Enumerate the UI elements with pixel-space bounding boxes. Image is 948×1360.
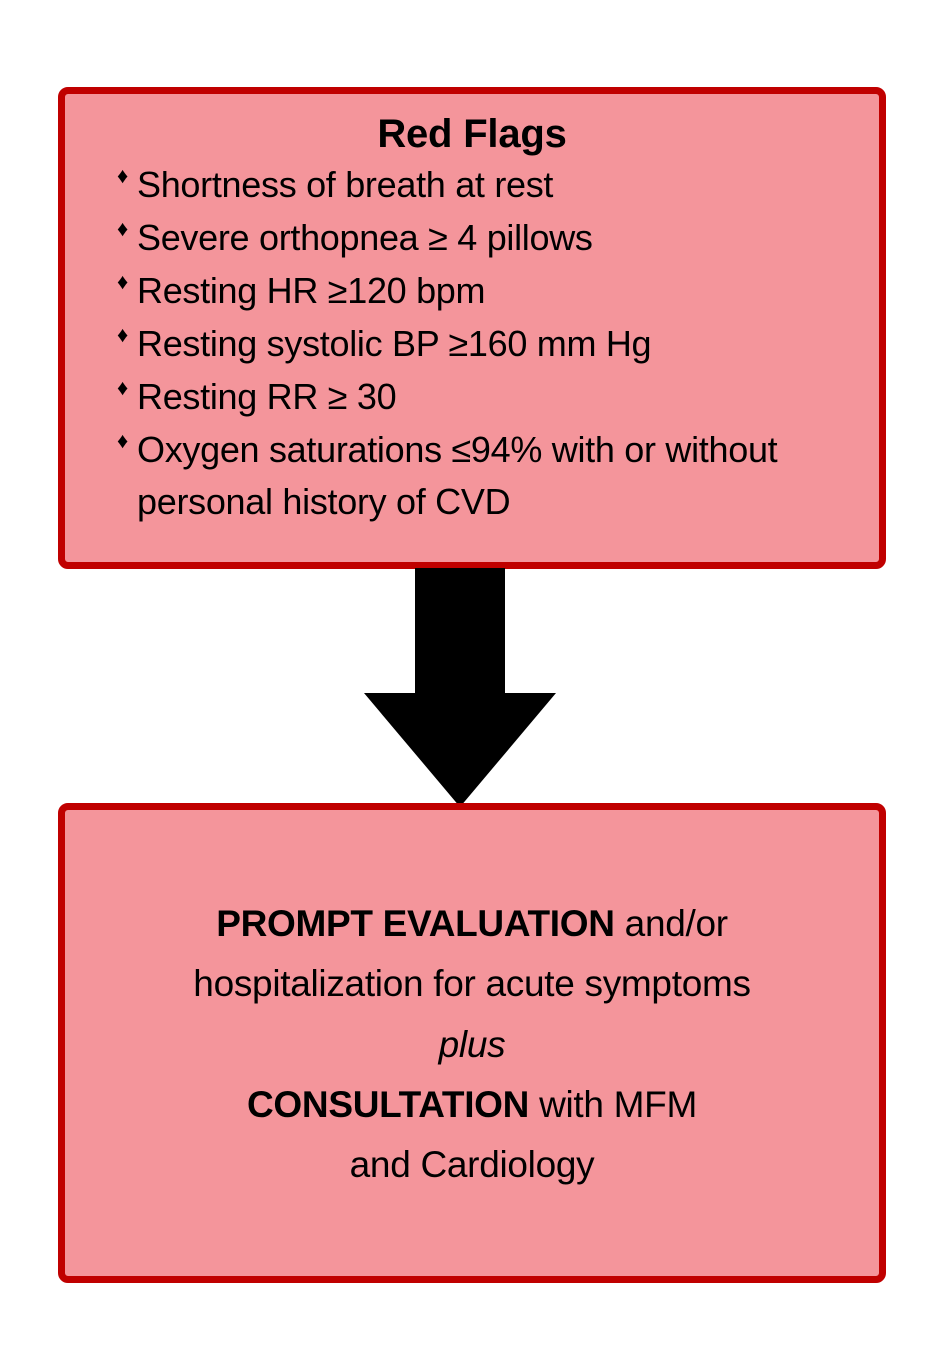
list-item-label: Resting systolic BP ≥160 mm Hg: [137, 322, 652, 364]
action-text-block: PROMPT EVALUATION and/or hospitalization…: [75, 894, 869, 1195]
action-line-4-rest: with MFM: [529, 1083, 697, 1125]
action-line-2: hospitalization for acute symptoms: [193, 963, 751, 1005]
consultation-emphasis: CONSULTATION: [247, 1083, 530, 1125]
action-line-4: CONSULTATION with MFM: [75, 1075, 869, 1135]
list-item: ♦ Oxygen saturations ≤94% with or withou…: [117, 424, 867, 530]
list-item: ♦ Severe orthopnea ≥ 4 pillows: [117, 212, 867, 265]
list-item-label: Oxygen saturations ≤94% with or without …: [137, 428, 778, 523]
action-line-plus: plus: [438, 1023, 506, 1065]
action-box: PROMPT EVALUATION and/or hospitalization…: [58, 803, 886, 1283]
action-line-5: and Cardiology: [349, 1144, 595, 1186]
prompt-evaluation-emphasis: PROMPT EVALUATION: [216, 903, 615, 944]
list-item-label: Severe orthopnea ≥ 4 pillows: [137, 216, 593, 258]
action-line-1-rest: and/or: [614, 903, 728, 944]
diamond-bullet-icon: ♦: [117, 268, 128, 294]
red-flags-title: Red Flags: [377, 112, 567, 156]
list-item: ♦ Resting HR ≥120 bpm: [117, 265, 867, 318]
diamond-bullet-icon: ♦: [117, 374, 128, 400]
action-line-1: PROMPT EVALUATION and/or: [75, 894, 869, 954]
red-flags-box: Red Flags ♦ Shortness of breath at rest …: [58, 87, 886, 569]
list-item-label: Resting RR ≥ 30: [137, 375, 397, 417]
diamond-bullet-icon: ♦: [117, 215, 128, 241]
list-item: ♦ Shortness of breath at rest: [117, 159, 867, 212]
red-flags-bullet-list: ♦ Shortness of breath at rest ♦ Severe o…: [65, 159, 879, 529]
diamond-bullet-icon: ♦: [117, 427, 128, 453]
diamond-bullet-icon: ♦: [117, 163, 128, 188]
diamond-bullet-icon: ♦: [117, 321, 128, 347]
list-item-label: Resting HR ≥120 bpm: [137, 269, 486, 311]
list-item-label: Shortness of breath at rest: [137, 164, 554, 205]
down-arrow-icon: [364, 568, 556, 807]
list-item: ♦ Resting RR ≥ 30: [117, 371, 867, 424]
list-item: ♦ Resting systolic BP ≥160 mm Hg: [117, 318, 867, 371]
